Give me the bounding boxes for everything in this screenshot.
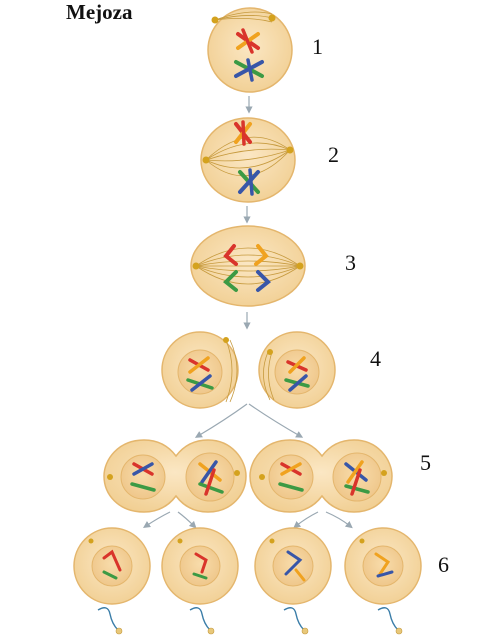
nucleus [269, 455, 313, 499]
gamete-head [396, 628, 402, 634]
nucleus [275, 350, 319, 394]
arrow [249, 404, 300, 436]
stage-6-cell-1 [74, 528, 150, 604]
nucleus [363, 546, 403, 586]
centrosome-icon [193, 263, 200, 270]
stage-1-cell [208, 8, 292, 92]
stage-3-cell [191, 226, 305, 306]
centrosome-icon [212, 17, 219, 24]
centrosome-icon [234, 470, 240, 476]
arrow [326, 512, 350, 526]
stage-6-cell-2 [162, 528, 238, 604]
centrosome-icon [270, 539, 275, 544]
gamete-head [208, 628, 214, 634]
stage-4-cells [162, 332, 335, 408]
nucleus [180, 546, 220, 586]
gamete-tail [190, 608, 210, 630]
arrow [198, 404, 247, 436]
stage-5-right-pair [250, 440, 392, 512]
arrow [178, 512, 194, 526]
centrosome-icon [203, 157, 210, 164]
nucleus [178, 350, 222, 394]
stage-5-left-pair [104, 440, 246, 512]
centrosome-icon [178, 539, 183, 544]
arrow [146, 512, 170, 526]
centrosome-icon [287, 147, 294, 154]
gamete-head [116, 628, 122, 634]
gametes [98, 608, 398, 630]
gamete-tail [284, 608, 304, 630]
centrosome-icon [360, 539, 365, 544]
centrosome-icon [89, 539, 94, 544]
gamete-head [302, 628, 308, 634]
centrosome-icon [269, 15, 276, 22]
stage-6-cell-3 [255, 528, 331, 604]
centrosome-icon [223, 337, 229, 343]
arrow [296, 512, 318, 526]
centrosome-icon [267, 349, 273, 355]
nucleus [121, 455, 165, 499]
stage-2-cell [201, 118, 295, 202]
centrosome-icon [107, 474, 113, 480]
stage-6-cell-4 [345, 528, 421, 604]
centrosome-icon [259, 474, 265, 480]
gamete-tail [98, 608, 118, 630]
centrosome-icon [381, 470, 387, 476]
cell-body [201, 118, 295, 202]
gamete-tail [378, 608, 398, 630]
centrosome-icon [297, 263, 304, 270]
